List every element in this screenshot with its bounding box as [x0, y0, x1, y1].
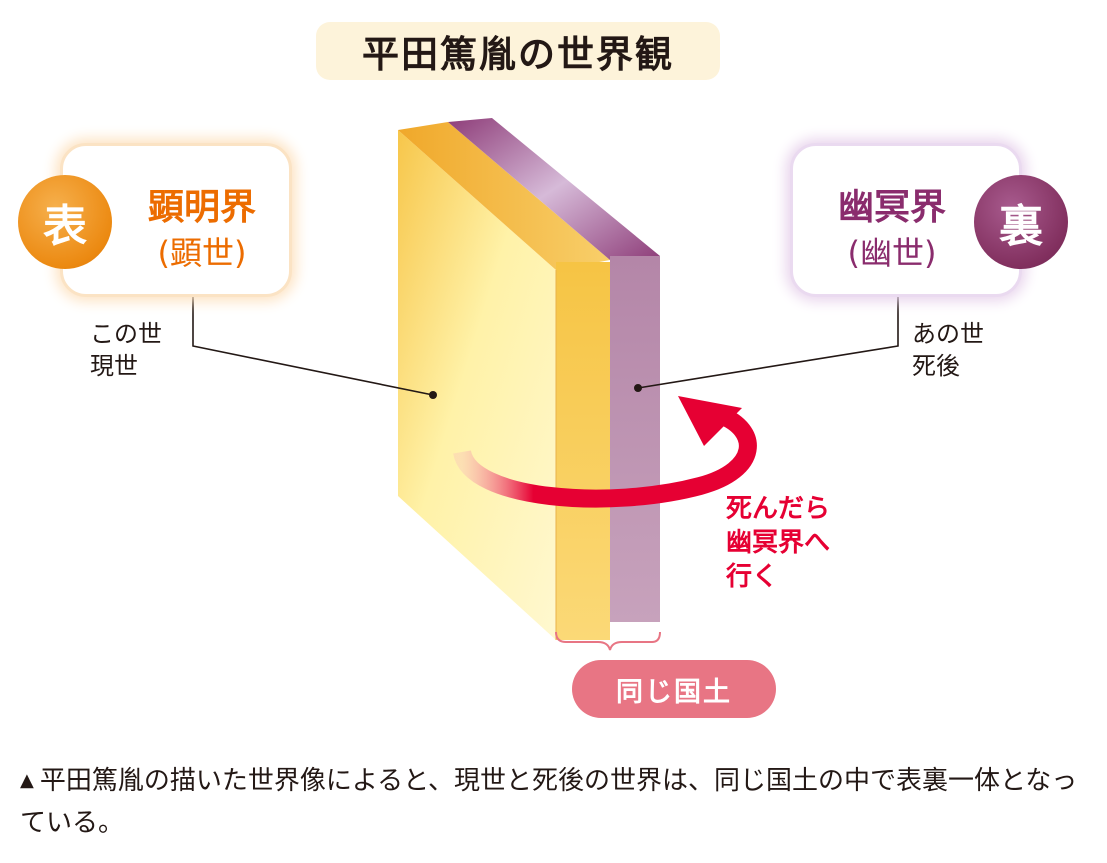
slab-front-face — [398, 130, 556, 640]
back-leader-line — [637, 296, 899, 389]
land-brace — [555, 631, 661, 651]
front-label-2: 現世 — [90, 352, 138, 380]
transition-arrow — [453, 406, 757, 508]
transition-arrowhead — [678, 396, 742, 446]
arrow-text-1: 死んだら — [726, 494, 831, 524]
arrow-text-3: 行く — [726, 562, 779, 592]
arrow-text-2: 幽冥界へ — [726, 528, 831, 558]
front-badge: 表 — [18, 175, 112, 269]
slab-side-yellow — [556, 262, 610, 640]
back-label-2: 死後 — [912, 352, 960, 380]
diagram-title: 平田篤胤の世界観 — [316, 22, 720, 80]
caption-triangle-icon: ▲ — [20, 770, 34, 791]
front-point-dot — [429, 391, 437, 399]
front-world-alias: (顕世) — [157, 234, 247, 272]
caption-text: 平田篤胤の描いた世界像によると、現世と死後の世界は、同じ国土の中で表裏一体となっ… — [20, 766, 1078, 838]
back-label-1: あの世 — [912, 320, 984, 348]
front-leader-line — [192, 296, 434, 396]
back-point-dot — [634, 384, 642, 392]
slab-top-yellow — [398, 122, 610, 270]
slab-top-purple — [448, 118, 660, 260]
back-world-alias: (幽世) — [847, 234, 937, 272]
front-label-1: この世 — [90, 320, 162, 348]
back-world-labels: あの世 死後 — [912, 318, 984, 382]
same-land-label: 同じ国土 — [572, 660, 776, 718]
back-badge: 裏 — [974, 175, 1068, 269]
front-world-labels: この世 現世 — [90, 318, 162, 382]
back-world-name: 幽冥界 — [837, 187, 946, 228]
front-world-name: 顕明界 — [147, 187, 256, 228]
arrow-annotation: 死んだら 幽冥界へ 行く — [726, 492, 830, 594]
front-world-card: 顕明界 (顕世) — [60, 143, 292, 297]
slab-side-purple — [610, 256, 660, 622]
figure-caption: ▲平田篤胤の描いた世界像によると、現世と死後の世界は、同じ国土の中で表裏一体とな… — [20, 760, 1090, 844]
